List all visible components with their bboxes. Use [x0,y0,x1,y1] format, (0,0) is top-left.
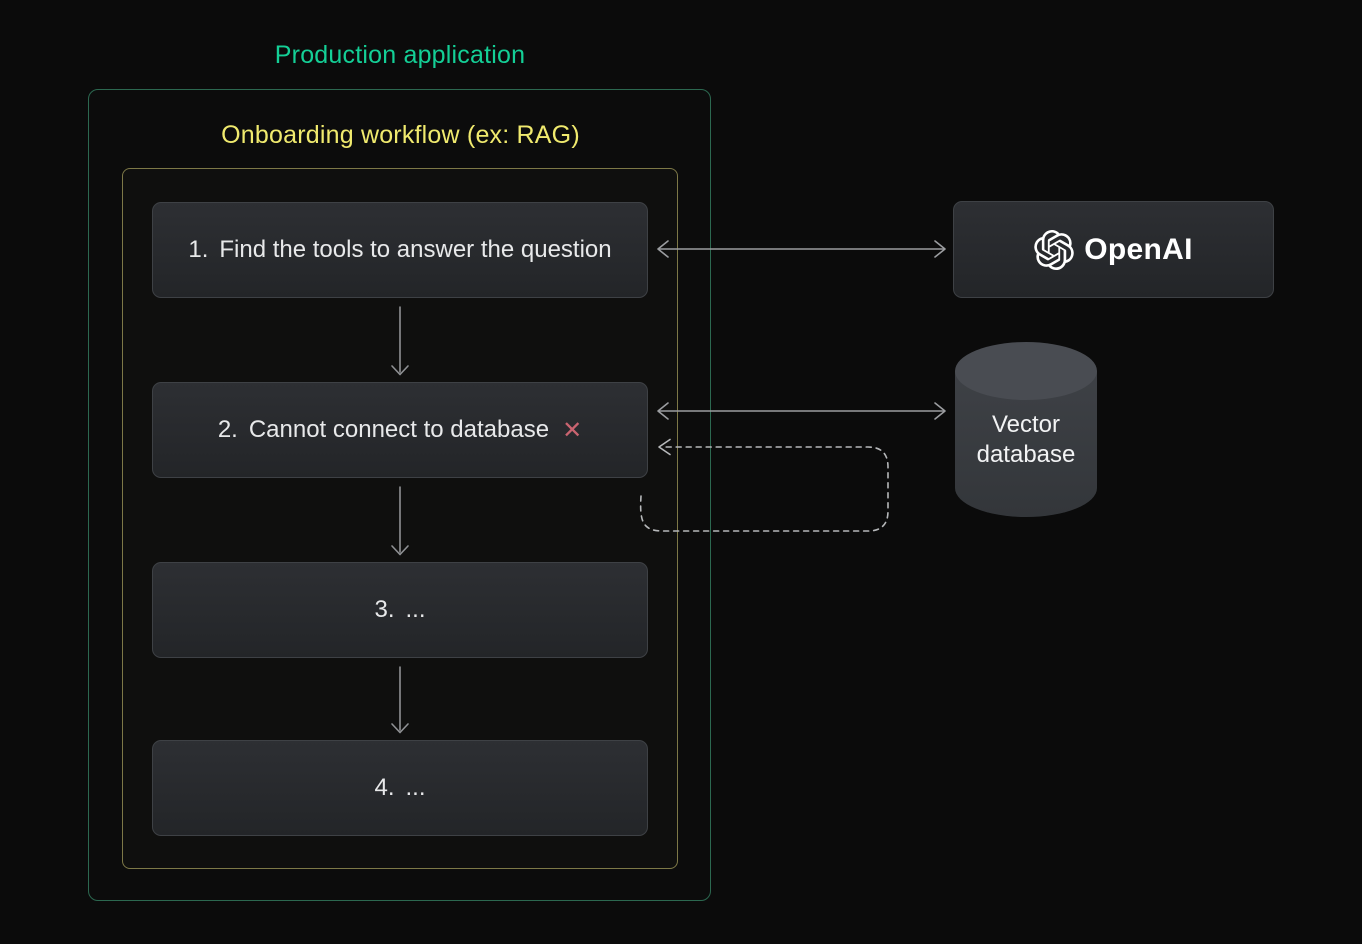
step-2-label: Cannot connect to database [248,416,550,443]
error-x-icon: ✕ [562,416,583,444]
step-3-label: ... [405,596,426,623]
step-2-number: 2. [217,416,238,443]
openai-label: OpenAI [1084,232,1193,266]
onboarding-workflow-title: Onboarding workflow (ex: RAG) [221,121,580,149]
step-1-number: 1. [188,236,209,263]
step-1-find-tools: 1. Find the tools to answer the question [152,202,648,298]
step-4-ellipsis: 4. ... [152,740,648,836]
vector-database-cylinder [955,342,1097,517]
step-2-cannot-connect: 2. Cannot connect to database ✕ [152,382,648,478]
openai-node: OpenAI [953,201,1274,298]
vector-database-label-line1: Vector [991,411,1061,438]
step-3-number: 3. [374,596,395,623]
vector-database-label-line2: database [976,441,1076,468]
step-1-label: Find the tools to answer the question [219,236,612,263]
production-application-title: Production application [274,41,526,69]
step-3-ellipsis: 3. ... [152,562,648,658]
openai-logo-icon [1034,229,1074,270]
step-4-number: 4. [374,774,395,801]
step-4-label: ... [405,774,426,801]
vector-database-label: Vector database [955,410,1097,470]
